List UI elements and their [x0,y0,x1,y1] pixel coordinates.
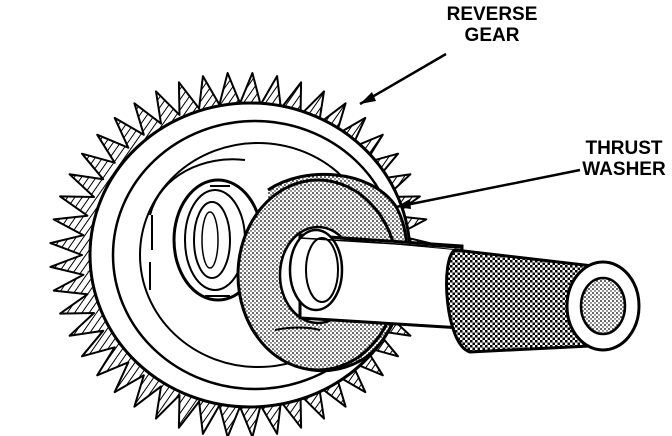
thrust-washer-label-line2: WASHER [582,159,666,180]
leader-lines [359,52,581,209]
thrust-washer-label: THRUST WASHER [578,138,670,180]
gear-hub-step [149,158,246,216]
shaft-end-bore [579,276,627,336]
thrust-washer-label-line1: THRUST [585,138,663,159]
shaft-collar-inner [305,237,339,303]
reverse-gear-label-line1: REVERSE [446,4,538,25]
leader-reverse-gear [359,52,447,106]
leader-reverse-gear-arrow [360,92,376,104]
reverse-gear-label: REVERSE GEAR [436,4,548,46]
leader-thrust-washer [395,168,581,209]
output-shaft [274,228,641,354]
leader-thrust-washer-arrow [396,199,411,209]
shaft-collar [288,228,344,312]
reverse-gear-label-line2: GEAR [464,25,520,46]
